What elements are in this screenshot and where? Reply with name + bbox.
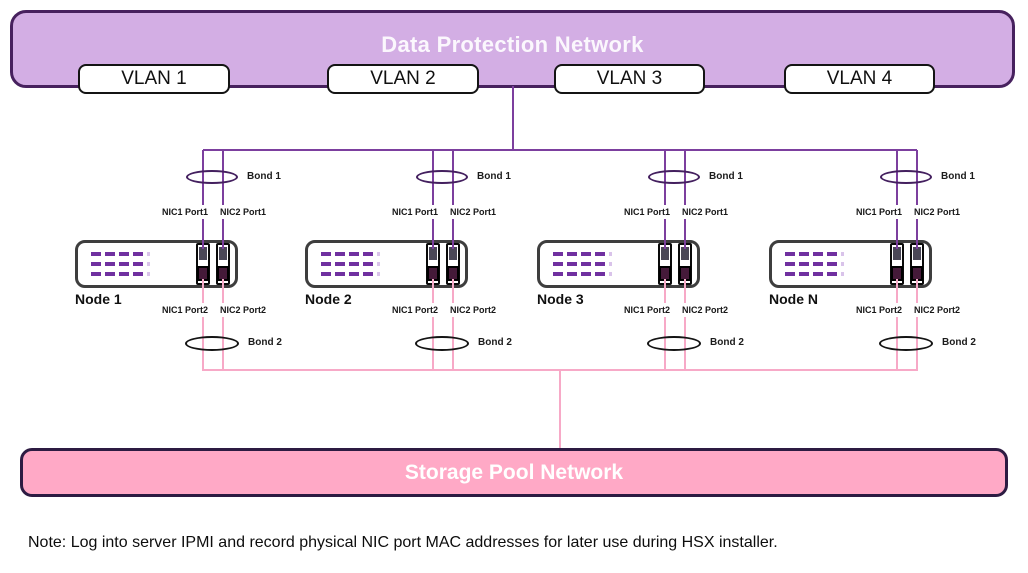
bond2-ellipse [879, 336, 933, 351]
nic1-downlink-line [202, 279, 204, 371]
note-text: Note: Log into server IPMI and record ph… [28, 534, 778, 551]
bond2-label: Bond 2 [942, 337, 976, 348]
nic1-port2-label: NIC1 Port2 [854, 303, 903, 317]
storage-pool-network-title: Storage Pool Network [404, 461, 624, 484]
bond2-ellipse [647, 336, 701, 351]
nic2-port1-label: NIC2 Port1 [219, 205, 268, 219]
node-label: Node N [769, 291, 818, 307]
bond1-label: Bond 1 [247, 171, 281, 182]
nic1-uplink-line [664, 150, 666, 249]
bond2-label: Bond 2 [478, 337, 512, 348]
node-label: Node 1 [75, 291, 122, 307]
vlan-4-box: VLAN 4 [784, 64, 935, 94]
bond1-ellipse [880, 170, 932, 184]
nic2-uplink-line [222, 150, 224, 249]
data-protection-network-banner: Data Protection Network VLAN 1 VLAN 2 VL… [10, 10, 1015, 94]
node-label: Node 2 [305, 291, 352, 307]
nic-port2-labels: NIC1 Port2 NIC2 Port2 [133, 303, 295, 317]
nic2-port1-label: NIC2 Port1 [449, 205, 498, 219]
nic-port1-labels: NIC1 Port1 NIC2 Port1 [595, 205, 757, 219]
nic-port1-labels: NIC1 Port1 NIC2 Port1 [363, 205, 525, 219]
bond2-label: Bond 2 [248, 337, 282, 348]
vlan-3-box: VLAN 3 [554, 64, 705, 94]
vent-dashes [785, 262, 844, 266]
vent-dashes [321, 262, 380, 266]
nic-port2-labels: NIC1 Port2 NIC2 Port2 [363, 303, 525, 317]
nic2-uplink-line [452, 150, 454, 249]
nic2-port2-label: NIC2 Port2 [449, 303, 498, 317]
nic2-uplink-line [916, 150, 918, 249]
bond2-ellipse [415, 336, 469, 351]
vent-dashes [91, 262, 150, 266]
bond1-ellipse [416, 170, 468, 184]
vent-dashes [553, 262, 612, 266]
nic1-downlink-line [432, 279, 434, 371]
bond2-ellipse [185, 336, 239, 351]
nic-port2-labels: NIC1 Port2 NIC2 Port2 [595, 303, 757, 317]
server-node-box [769, 240, 932, 288]
nic-port2-labels: NIC1 Port2 NIC2 Port2 [827, 303, 989, 317]
purple-trunk-horizontal-line [203, 149, 917, 151]
nic1-downlink-line [896, 279, 898, 371]
node-group-3: Bond 1 NIC1 Port1 NIC2 Port1 Node 3 NIC1… [537, 140, 744, 385]
bond1-ellipse [648, 170, 700, 184]
vent-dashes [91, 272, 150, 276]
vent-dashes [553, 252, 612, 256]
bond1-label: Bond 1 [941, 171, 975, 182]
purple-trunk-drop-line [512, 86, 514, 151]
vent-dashes [553, 272, 612, 276]
nic2-uplink-line [684, 150, 686, 249]
nic1-downlink-line [664, 279, 666, 371]
nic2-port1-label: NIC2 Port1 [681, 205, 730, 219]
nic1-uplink-line [896, 150, 898, 249]
nic2-port2-label: NIC2 Port2 [219, 303, 268, 317]
nic1-port2-label: NIC1 Port2 [160, 303, 209, 317]
nic1-port2-label: NIC1 Port2 [390, 303, 439, 317]
node-group-1: Bond 1 NIC1 Port1 NIC2 Port1 Node 1 NIC1… [75, 140, 282, 385]
vent-dashes [785, 272, 844, 276]
nic1-port1-label: NIC1 Port1 [160, 205, 209, 219]
vent-dashes [785, 252, 844, 256]
nic1-port1-label: NIC1 Port1 [390, 205, 439, 219]
vent-dashes [91, 252, 150, 256]
nic1-uplink-line [202, 150, 204, 249]
node-label: Node 3 [537, 291, 584, 307]
server-node-box [537, 240, 700, 288]
vent-dashes [321, 252, 380, 256]
data-protection-network-title: Data Protection Network [381, 32, 644, 57]
pink-trunk-drop-line [559, 370, 561, 448]
nic2-downlink-line [916, 279, 918, 371]
nic2-port2-label: NIC2 Port2 [913, 303, 962, 317]
nic2-downlink-line [452, 279, 454, 371]
storage-pool-network-banner: Storage Pool Network [20, 448, 1008, 497]
nic2-port2-label: NIC2 Port2 [681, 303, 730, 317]
vent-dashes [321, 272, 380, 276]
nic2-port1-label: NIC2 Port1 [913, 205, 962, 219]
nic-port1-labels: NIC1 Port1 NIC2 Port1 [133, 205, 295, 219]
bond2-label: Bond 2 [710, 337, 744, 348]
nic1-uplink-line [432, 150, 434, 249]
bond1-ellipse [186, 170, 238, 184]
nic-port1-labels: NIC1 Port1 NIC2 Port1 [827, 205, 989, 219]
bond1-label: Bond 1 [709, 171, 743, 182]
node-group-2: Bond 1 NIC1 Port1 NIC2 Port1 Node 2 NIC1… [305, 140, 512, 385]
vlan-2-box: VLAN 2 [327, 64, 479, 94]
node-group-n: Bond 1 NIC1 Port1 NIC2 Port1 Node N NIC1… [769, 140, 976, 385]
nic1-port1-label: NIC1 Port1 [854, 205, 903, 219]
bond1-label: Bond 1 [477, 171, 511, 182]
server-node-box [75, 240, 238, 288]
nic2-downlink-line [222, 279, 224, 371]
nic1-port1-label: NIC1 Port1 [622, 205, 671, 219]
nic1-port2-label: NIC1 Port2 [622, 303, 671, 317]
vlan-1-box: VLAN 1 [78, 64, 230, 94]
nic2-downlink-line [684, 279, 686, 371]
server-node-box [305, 240, 468, 288]
